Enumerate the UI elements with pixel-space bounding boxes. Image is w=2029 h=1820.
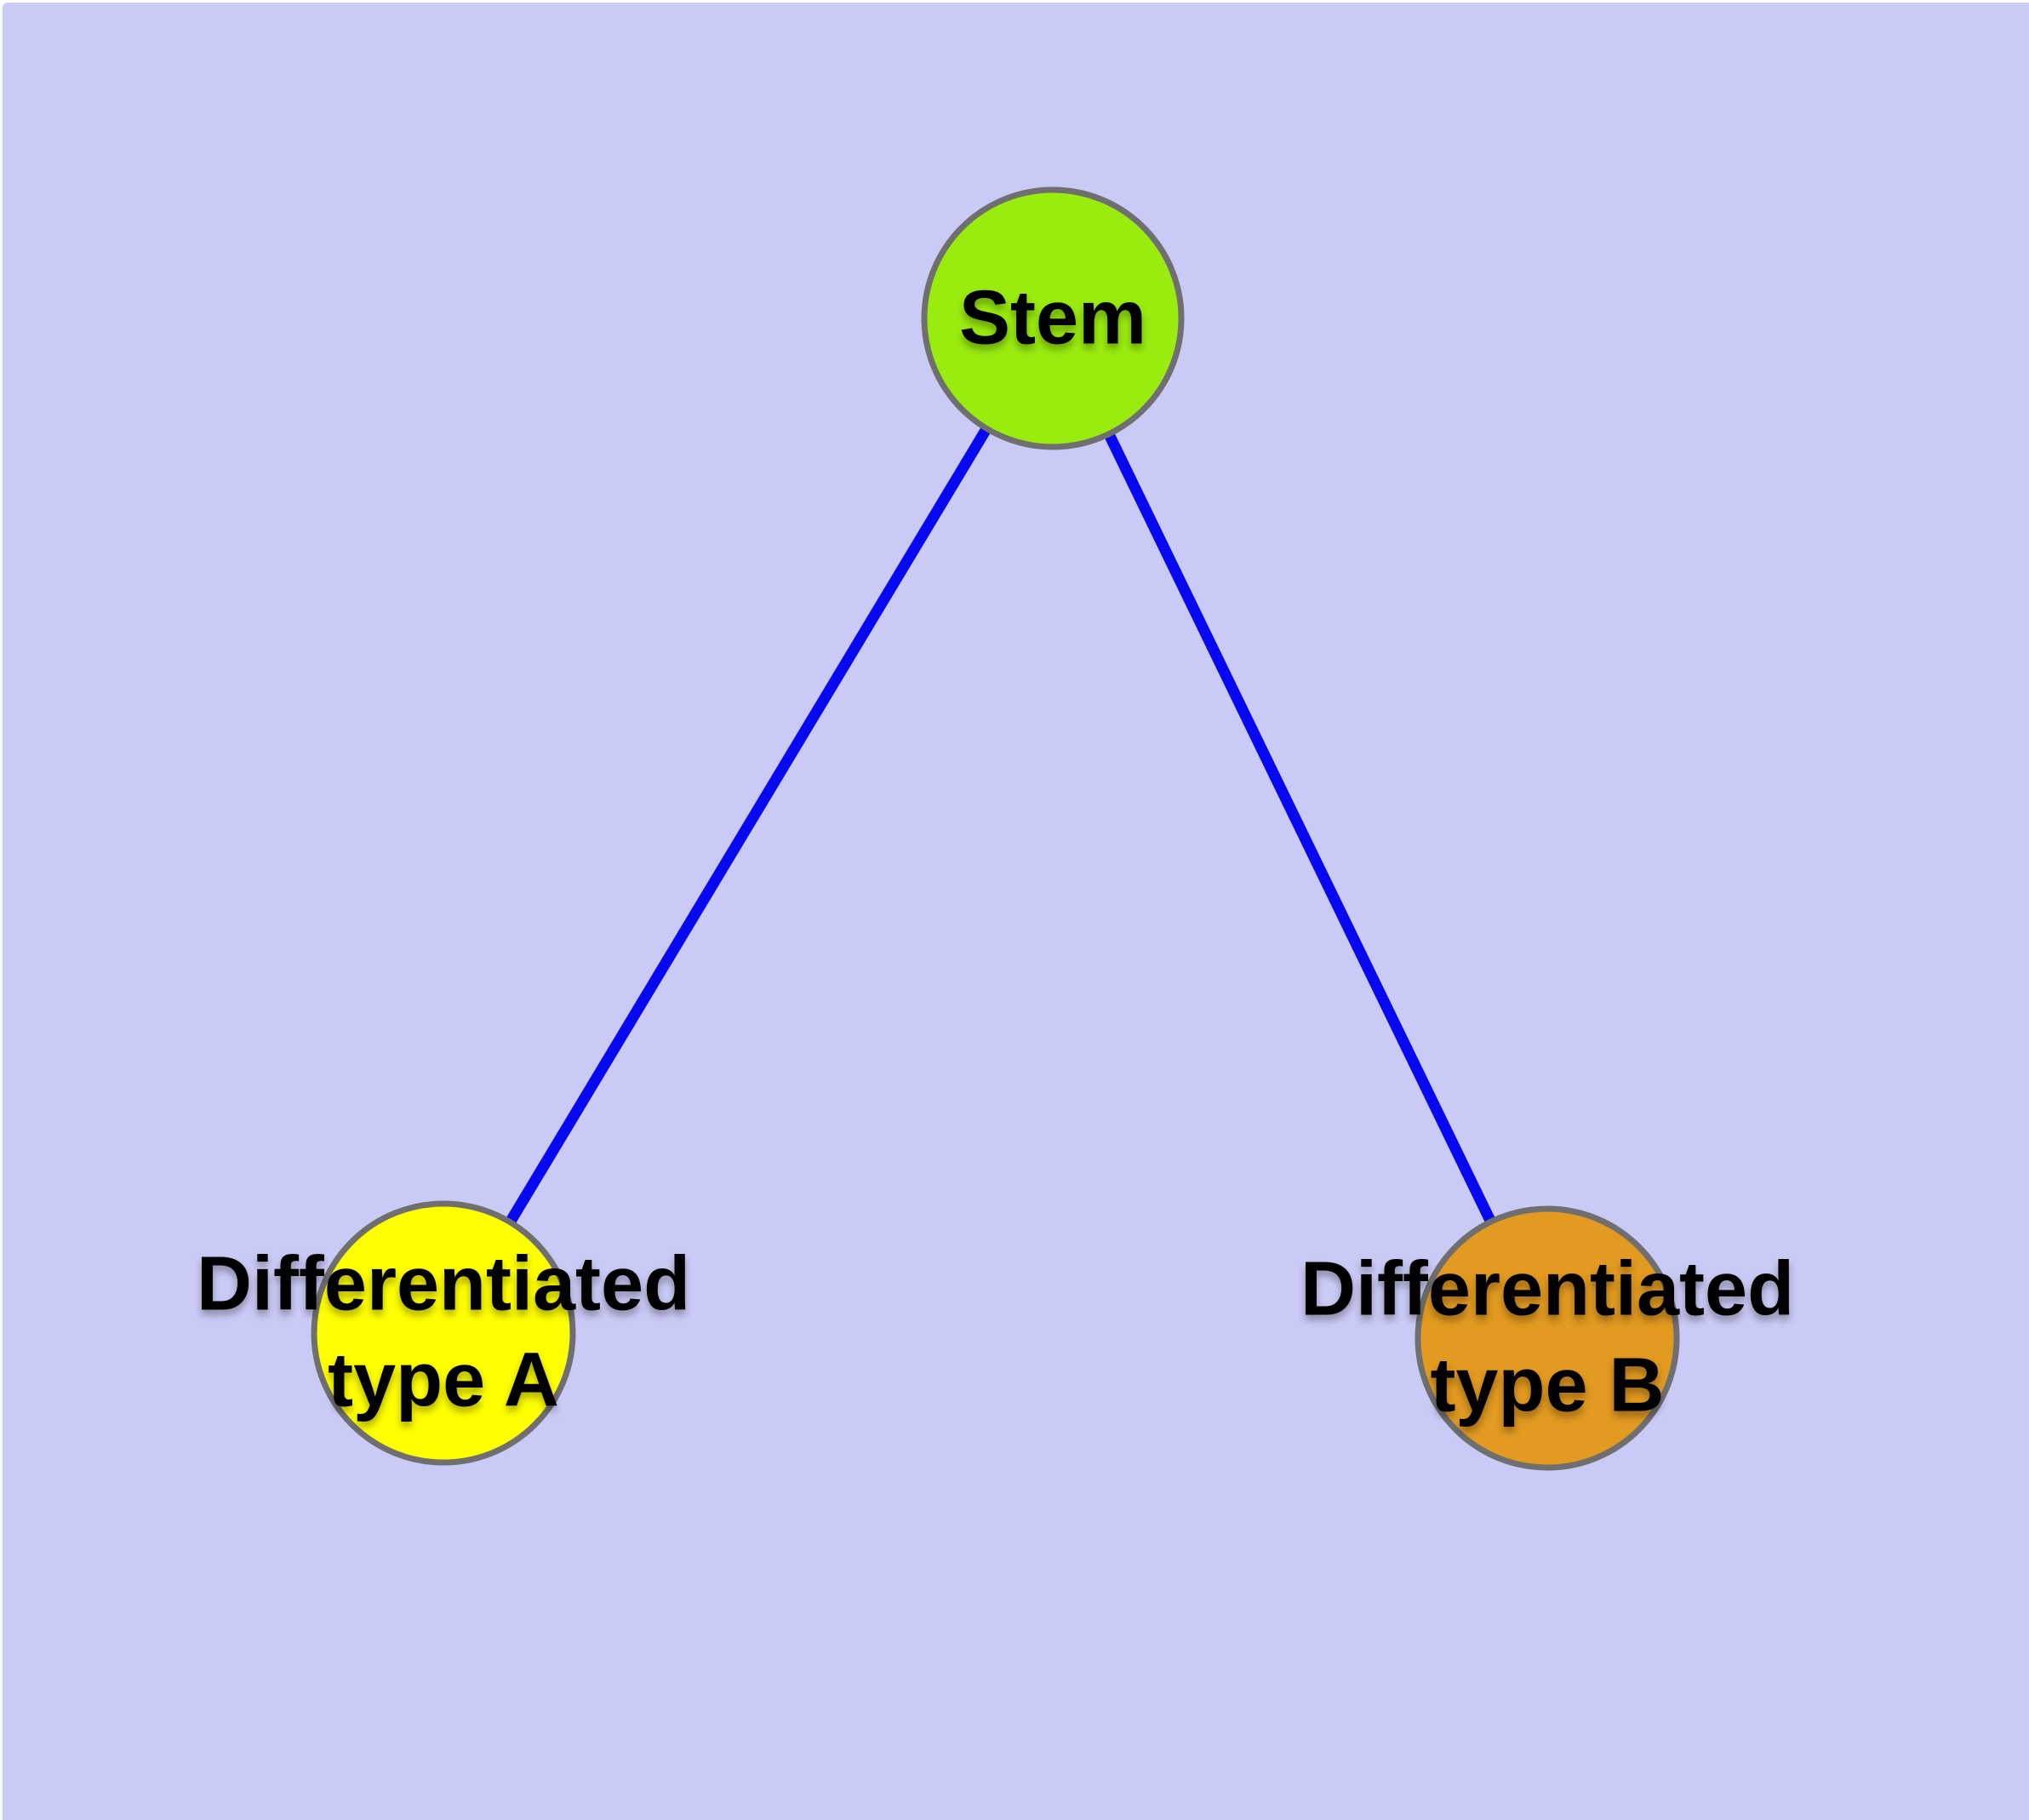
diagram-canvas: Stem Differentiated type A Differentiate… [3,3,2029,1820]
type-b-node-circle [1415,1205,1680,1471]
type-a-node-circle [311,1200,576,1466]
type-b-node-label: Differentiated type B [1300,1242,1794,1435]
edge-stem-to-type-b [1048,316,1552,1341]
type-a-node-label-line1: Differentiated [196,1241,691,1327]
type-a-node-label-line2: type A [328,1338,559,1423]
stem-node-label-text: Stem [958,275,1147,361]
edge-stem-to-type-a [438,315,1058,1336]
stem-cell-graph [311,186,1680,1471]
type-a-node-label: Differentiated type A [197,1237,690,1430]
stem-node-circle [921,186,1185,450]
stem-node-label: Stem [959,270,1146,366]
type-b-node-label-line1: Differentiated [1300,1246,1795,1332]
type-b-node-label-line2: type B [1430,1343,1665,1428]
